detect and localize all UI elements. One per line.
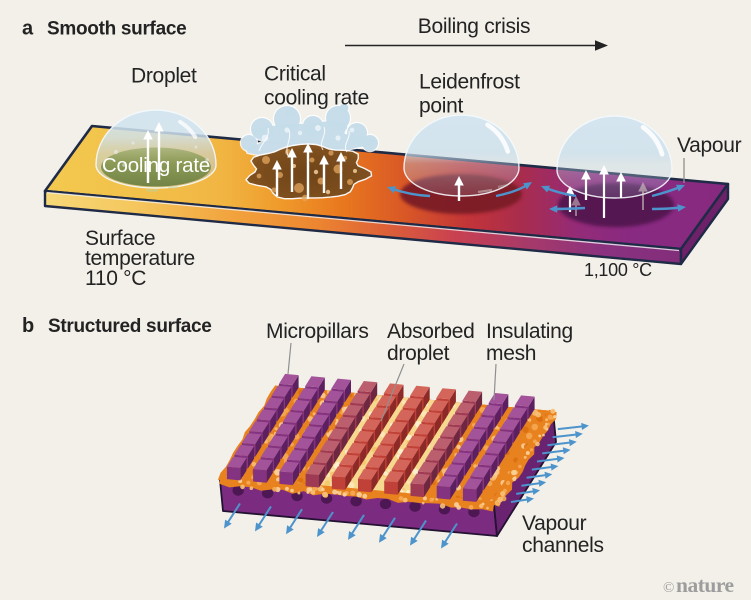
svg-text:Boiling crisis: Boiling crisis [418, 15, 531, 38]
svg-text:b: b [22, 315, 34, 337]
svg-text:a: a [22, 18, 34, 40]
svg-text:110 °C: 110 °C [85, 267, 146, 290]
svg-text:nature: nature [676, 573, 734, 597]
svg-text:1,100 °C: 1,100 °C [584, 260, 652, 280]
svg-text:Droplet: Droplet [131, 65, 197, 88]
svg-text:Leidenfrost: Leidenfrost [419, 71, 520, 94]
svg-text:Smooth surface: Smooth surface [47, 19, 186, 40]
svg-text:channels: channels [522, 534, 604, 557]
svg-text:mesh: mesh [486, 342, 536, 365]
svg-text:Vapour: Vapour [677, 134, 742, 157]
svg-text:Absorbed: Absorbed [387, 320, 475, 343]
svg-text:Micropillars: Micropillars [266, 320, 369, 343]
svg-text:Structured surface: Structured surface [48, 316, 212, 337]
svg-text:Insulating: Insulating [486, 320, 573, 343]
svg-text:droplet: droplet [387, 342, 450, 365]
svg-text:temperature: temperature [85, 247, 195, 270]
svg-text:Critical: Critical [264, 63, 326, 86]
svg-text:cooling rate: cooling rate [264, 87, 369, 110]
svg-text:Surface: Surface [85, 227, 155, 250]
svg-text:point: point [419, 95, 464, 118]
svg-text:Vapour: Vapour [522, 512, 587, 535]
svg-text:Cooling rate: Cooling rate [102, 154, 210, 177]
svg-text:©: © [663, 580, 674, 596]
